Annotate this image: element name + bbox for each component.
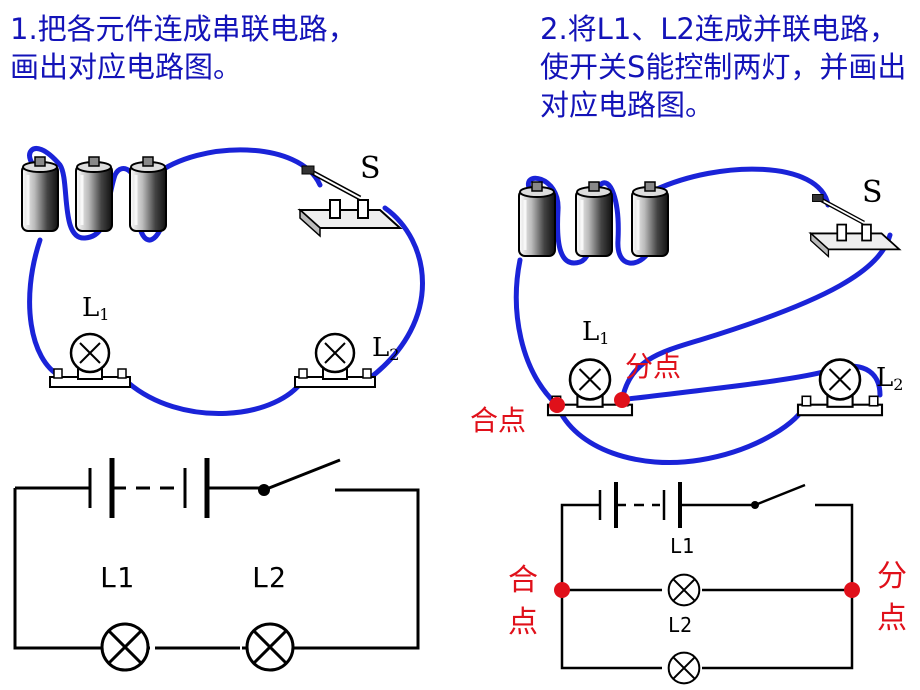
parallel-schematic (560, 482, 854, 670)
parallel-l2-label: L2 (876, 363, 903, 394)
parallel-switch-pivot (751, 501, 759, 509)
series-schematic (13, 458, 420, 650)
series-schem-l1-label: L1 (100, 561, 134, 594)
parallel-l1-label: L1 (582, 317, 609, 348)
schematic-split-node (844, 582, 860, 598)
parallel-bulb-l2 (796, 358, 884, 417)
series-batteries (20, 155, 168, 233)
schematic-split-char-2: 点 (877, 601, 907, 636)
series-switch-pivot (258, 484, 270, 496)
series-bulb-l1 (48, 332, 132, 389)
schematic-split-char-1: 分 (877, 559, 907, 594)
parallel-switch-label: S (862, 175, 883, 210)
series-lamp-l1-symbol (100, 622, 150, 672)
task-1-instruction: 1.把各元件连成串联电路， 画出对应电路图。 (10, 12, 357, 84)
schematic-join-node (554, 582, 570, 598)
parallel-schem-l2-label: L2 (668, 613, 692, 637)
series-schem-l2-label: L2 (252, 561, 286, 594)
series-switch (300, 166, 400, 236)
series-lamp-l2-symbol (245, 622, 295, 672)
parallel-join-node (549, 397, 565, 413)
join-point-label: 合点 (470, 404, 526, 437)
parallel-wiring (513, 166, 893, 465)
parallel-switch (811, 194, 900, 256)
parallel-split-node (614, 392, 630, 408)
series-switch-label: S (360, 151, 381, 186)
parallel-lamp-l1-symbol (667, 573, 701, 607)
schematic-join-char-2: 点 (508, 605, 538, 640)
parallel-lamp-l2-symbol (667, 651, 701, 685)
task-2-instruction: 2.将L1、L2连成并联电路，使开关S能控制两灯，并画出对应电路图。 (540, 12, 907, 122)
schematic-join-char-1: 合 (508, 563, 538, 598)
parallel-schem-l1-label: L1 (670, 534, 694, 558)
series-l2-label: L2 (372, 333, 399, 364)
series-bulb-l2 (293, 332, 377, 389)
series-l1-label: L1 (82, 293, 109, 324)
parallel-batteries (517, 180, 670, 258)
split-point-label: 分点 (625, 350, 681, 383)
